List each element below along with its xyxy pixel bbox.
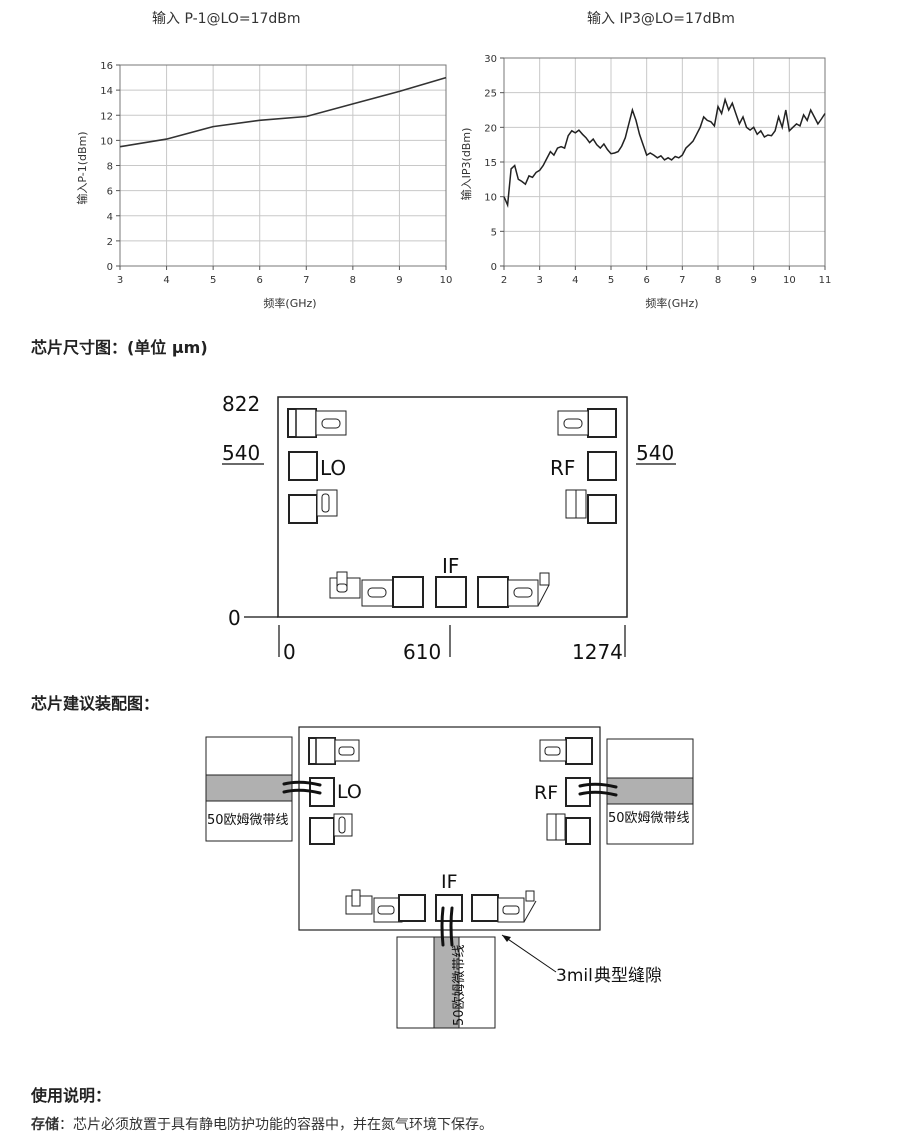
dim-y-0: 0 xyxy=(228,606,241,630)
dim-x-0: 0 xyxy=(283,640,296,664)
pad-rf xyxy=(587,451,617,481)
pad-group-bottom xyxy=(329,571,550,608)
dim-x-610: 610 xyxy=(403,640,441,664)
p1-x-tick-label: 8 xyxy=(350,275,356,286)
p1-x-tick-label: 3 xyxy=(117,275,123,286)
ip3-x-ticks: 2 3 4 5 6 7 8 9 10 11 xyxy=(501,266,832,286)
ip3-chart: 0 5 10 15 20 25 30 2 3 4 5 6 7 8 9 10 11 频率(GHz) 输入IP3(… xyxy=(459,54,832,310)
ip3-x-tick-label: 6 xyxy=(643,275,649,286)
ip3-y-ticks: 0 5 10 15 20 25 30 xyxy=(484,54,504,273)
p1-chart: 0 2 4 6 8 10 12 14 16 3 4 5 6 7 8 9 10 频率(GHz) 输入P-1(dB… xyxy=(75,61,453,310)
assembly-port-label-if: IF xyxy=(441,871,458,893)
ip3-y-tick-label: 30 xyxy=(484,54,497,65)
ip3-grid xyxy=(503,57,826,267)
p1-y-tick-label: 6 xyxy=(107,187,113,198)
ip3-x-tick-label: 3 xyxy=(536,275,542,286)
p1-y-tick-label: 2 xyxy=(107,237,113,248)
dim-y-540-left: 540 xyxy=(222,441,260,465)
ip3-x-tick-label: 2 xyxy=(501,275,507,286)
p1-y-axis-label: 输入P-1(dBm) xyxy=(75,131,89,204)
p1-y-tick-label: 16 xyxy=(100,61,113,72)
microstrip-bottom-label: 50欧姆微带线 xyxy=(452,944,467,1026)
pad-lo xyxy=(288,451,318,481)
ip3-y-tick-label: 10 xyxy=(484,193,497,204)
ip3-x-tick-label: 7 xyxy=(679,275,685,286)
p1-x-ticks: 3 4 5 6 7 8 9 10 xyxy=(117,266,453,286)
assembly-section-title: 芯片建议装配图： xyxy=(31,694,160,713)
assembly-pads xyxy=(308,737,593,923)
gap-annotation-suffix: 典型缝隙 xyxy=(594,966,662,986)
p1-x-axis-label: 频率(GHz) xyxy=(263,296,316,310)
ip3-x-tick-label: 10 xyxy=(783,275,796,286)
p1-series-line xyxy=(119,76,447,148)
gap-annotation-label: 3mil xyxy=(556,966,593,986)
gap-leader-line xyxy=(501,934,557,973)
dim-x-1274: 1274 xyxy=(572,640,623,664)
pad-group-top-right xyxy=(557,408,617,438)
microstrip-bottom-trace xyxy=(433,936,460,1029)
ip3-x-axis-label: 频率(GHz) xyxy=(645,296,698,310)
storage-text: ：芯片必须放置于具有静电防护功能的容器中，并在氮气环境下保存。 xyxy=(59,1117,493,1133)
p1-y-tick-label: 4 xyxy=(107,212,113,223)
p1-y-tick-label: 8 xyxy=(107,162,113,173)
port-label-rf: RF xyxy=(550,456,575,480)
pad-group-left-lower xyxy=(288,489,338,524)
microstrip-right-label: 50欧姆微带线 xyxy=(608,811,690,826)
p1-y-tick-label: 0 xyxy=(107,262,113,273)
microstrip-left-label: 50欧姆微带线 xyxy=(207,813,289,828)
p1-x-tick-label: 9 xyxy=(396,275,402,286)
ip3-y-tick-label: 20 xyxy=(484,123,497,134)
assembly-port-label-lo: LO xyxy=(337,781,362,803)
p1-y-tick-label: 14 xyxy=(100,86,113,97)
ip3-x-tick-label: 5 xyxy=(608,275,614,286)
storage-label: 存储 xyxy=(31,1117,59,1133)
pad-group-top-left xyxy=(287,408,347,438)
ip3-x-tick-label: 4 xyxy=(572,275,578,286)
chip-assembly-drawing: 50欧姆微带线 50欧姆微带线 50欧姆微带线 xyxy=(205,726,694,1029)
ip3-x-tick-label: 8 xyxy=(715,275,721,286)
ip3-chart-title: 输入 IP3@LO=17dBm xyxy=(587,11,735,27)
p1-grid xyxy=(119,64,447,267)
dim-y-540-right: 540 xyxy=(636,441,674,465)
p1-x-tick-label: 4 xyxy=(163,275,169,286)
assembly-port-label-rf: RF xyxy=(534,782,558,804)
storage-note: 存储：芯片必须放置于具有静电防护功能的容器中，并在氮气环境下保存。 xyxy=(31,1114,493,1134)
p1-x-tick-label: 10 xyxy=(440,275,453,286)
bond-wires xyxy=(282,780,618,947)
gap-leader-arrowhead xyxy=(502,935,511,942)
port-label-if: IF xyxy=(442,554,459,578)
p1-x-tick-label: 5 xyxy=(210,275,216,286)
ip3-y-tick-label: 15 xyxy=(484,158,497,169)
ip3-y-tick-label: 5 xyxy=(491,227,497,238)
dims-section-title: 芯片尺寸图：(单位 μm) xyxy=(31,338,208,357)
ip3-y-tick-label: 0 xyxy=(491,262,497,273)
p1-x-tick-label: 6 xyxy=(257,275,263,286)
p1-y-tick-label: 10 xyxy=(100,136,113,147)
pad-group-right-lower xyxy=(565,489,617,524)
p1-y-ticks: 0 2 4 6 8 10 12 14 16 xyxy=(100,61,120,273)
microstrip-left-trace xyxy=(205,774,293,802)
p1-chart-title: 输入 P-1@LO=17dBm xyxy=(152,11,301,27)
p1-x-tick-label: 7 xyxy=(303,275,309,286)
usage-section-title: 使用说明： xyxy=(31,1086,112,1105)
ip3-x-tick-label: 9 xyxy=(750,275,756,286)
ip3-y-axis-label: 输入IP3(dBm) xyxy=(459,128,473,201)
chip-dimension-drawing: 822 540 540 0 0 610 1274 LO RF IF xyxy=(222,392,676,664)
ip3-series-line xyxy=(503,96,826,208)
port-label-lo: LO xyxy=(320,456,346,480)
p1-y-tick-label: 12 xyxy=(100,111,113,122)
ip3-x-tick-label: 11 xyxy=(819,275,832,286)
dim-y-822: 822 xyxy=(222,392,260,416)
microstrip-right-trace xyxy=(606,777,694,805)
ip3-y-tick-label: 25 xyxy=(484,89,497,100)
